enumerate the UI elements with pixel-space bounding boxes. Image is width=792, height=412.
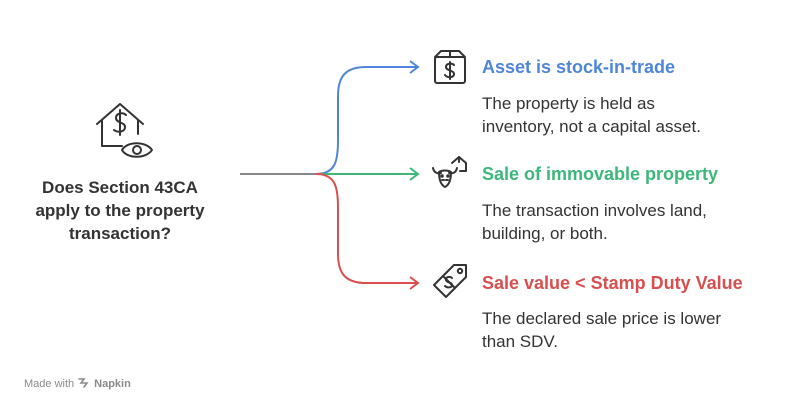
arrowhead-green bbox=[409, 167, 420, 181]
branch-desc-stock-in-trade: The property is held as inventory, not a… bbox=[482, 92, 772, 138]
branch-desc-line: The property is held as bbox=[482, 94, 655, 113]
branch-desc-line: building, or both. bbox=[482, 224, 608, 243]
branch-desc-sale-value: The declared sale price is lower than SD… bbox=[482, 307, 772, 353]
branch-title-stock-in-trade: Asset is stock-in-trade bbox=[482, 57, 676, 77]
price-tag-icon bbox=[432, 262, 470, 302]
question-line-2: apply to the property bbox=[35, 201, 205, 220]
house-dollar-eye-icon bbox=[92, 100, 158, 164]
question-line-3: transaction? bbox=[68, 224, 172, 243]
question-text: Does Section 43CA apply to the property … bbox=[20, 176, 220, 245]
branch-desc-immovable-property: The transaction involves land, building,… bbox=[482, 199, 772, 245]
question-line-1: Does Section 43CA bbox=[42, 178, 198, 197]
connector-red bbox=[315, 173, 418, 284]
branch-desc-line: The transaction involves land, bbox=[482, 201, 707, 220]
branch-desc-line: inventory, not a capital asset. bbox=[482, 117, 701, 136]
made-with-label: Made with bbox=[24, 378, 75, 390]
dollar-box-icon bbox=[432, 48, 468, 86]
branch-desc-line: The declared sale price is lower bbox=[482, 309, 722, 328]
arrowhead-red bbox=[409, 276, 420, 290]
arrowhead-blue bbox=[409, 60, 420, 74]
branch-title-sale-value: Sale value < Stamp Duty Value bbox=[482, 273, 743, 293]
made-with-napkin-footer: Made with Napkin bbox=[24, 377, 131, 391]
branch-desc-line: than SDV. bbox=[482, 332, 558, 351]
bull-house-icon bbox=[430, 154, 470, 194]
branch-title-immovable-property: Sale of immovable property bbox=[482, 164, 719, 184]
connector-blue bbox=[315, 66, 418, 175]
napkin-brand: Napkin bbox=[94, 378, 131, 390]
napkin-logo-icon bbox=[78, 377, 90, 391]
